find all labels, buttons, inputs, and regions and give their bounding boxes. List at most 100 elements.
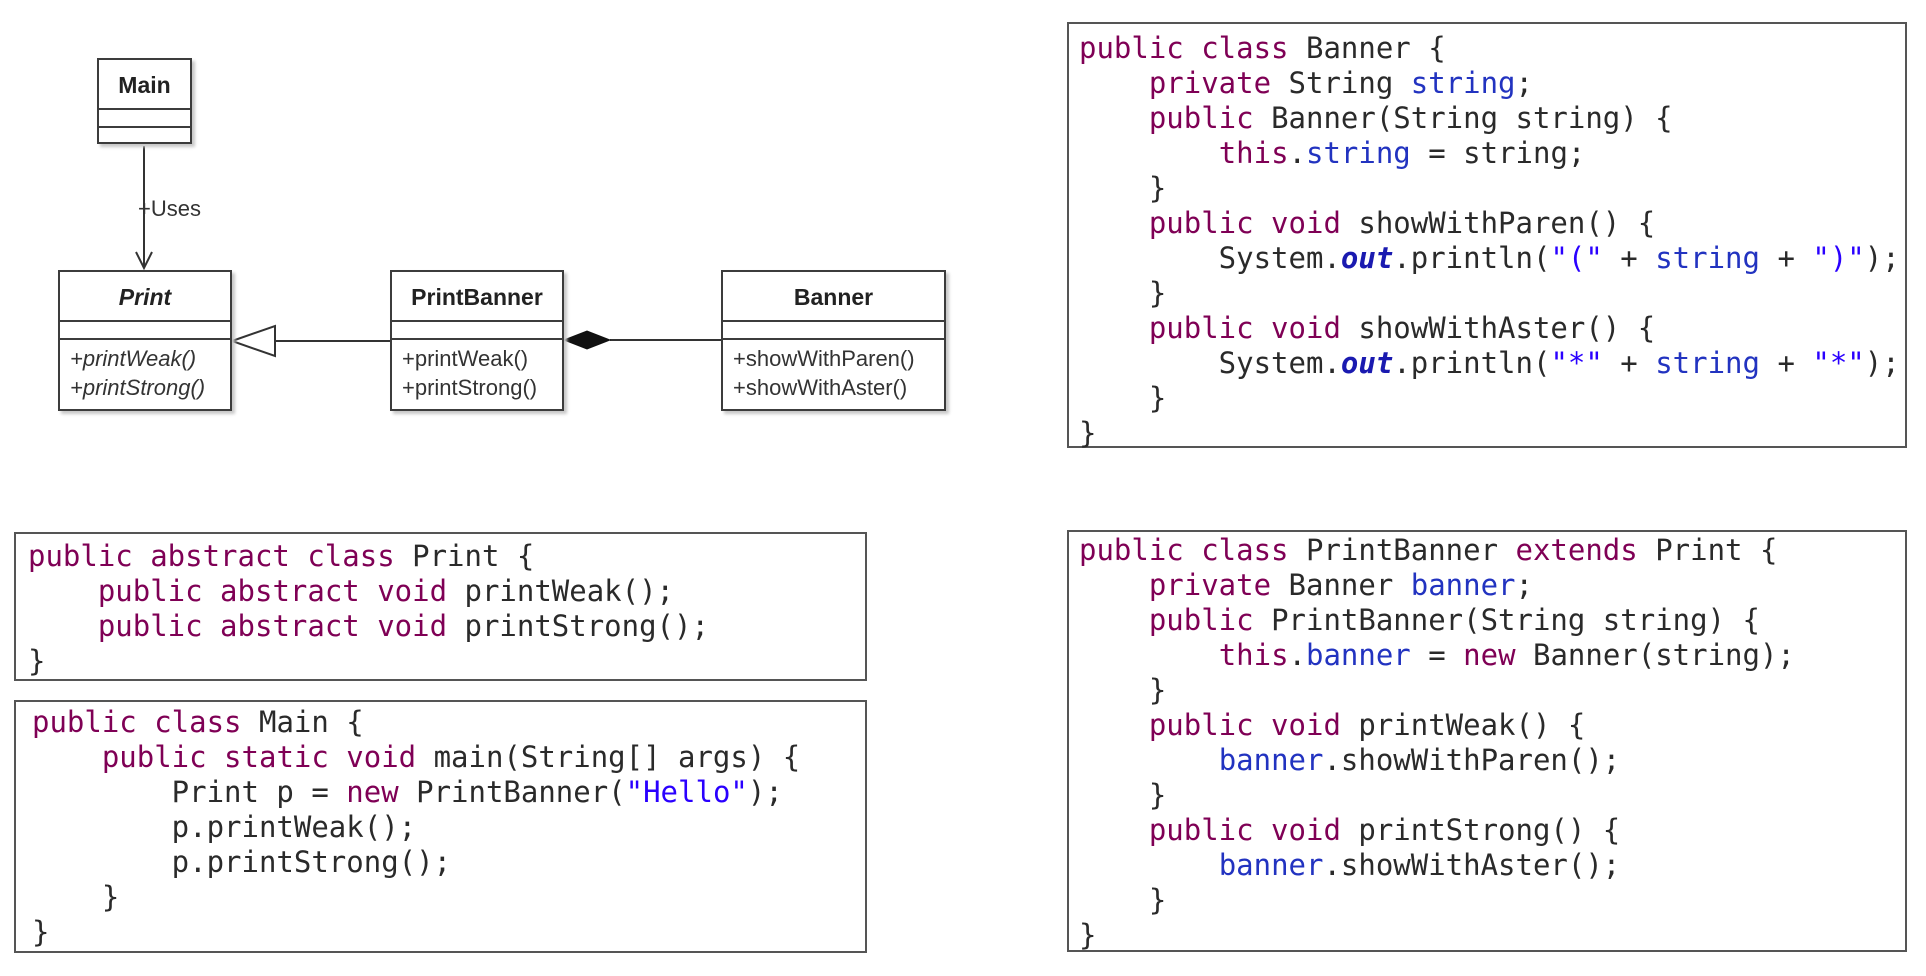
- code-token: "(": [1550, 241, 1603, 275]
- code-line: banner.showWithAster();: [1079, 848, 1905, 883]
- code-token: public: [1148, 101, 1272, 135]
- code-token: ;: [1515, 66, 1533, 100]
- code-token: }: [1079, 918, 1097, 952]
- code-token: main(String[] args) {: [433, 740, 801, 774]
- inheritance-triangle: [228, 324, 276, 358]
- code-line: public class Main {: [32, 705, 865, 740]
- code-token: showWithParen() {: [1358, 206, 1656, 240]
- code-token: p.printStrong();: [32, 845, 452, 879]
- code-panel-main: public class Main { public static void m…: [14, 700, 867, 953]
- code-token: [1079, 848, 1219, 882]
- uml-class-print-name: Print: [60, 272, 230, 322]
- code-token: }: [1079, 778, 1167, 812]
- code-line: public class PrintBanner extends Print {: [1079, 533, 1905, 568]
- code-panel-print: public abstract class Print { public abs…: [14, 532, 867, 681]
- code-token: this: [1218, 638, 1289, 672]
- code-block-banner: public class Banner { private String str…: [1079, 31, 1905, 451]
- code-token: ")": [1812, 241, 1865, 275]
- code-token: printStrong() {: [1358, 813, 1621, 847]
- uml-class-printbanner-attributes: [392, 322, 562, 340]
- uml-class-print-operations: +printWeak() +printStrong(): [60, 340, 230, 402]
- code-token: );: [1864, 241, 1900, 275]
- code-token: [1079, 568, 1149, 602]
- code-token: [1079, 66, 1149, 100]
- code-token: PrintBanner(: [416, 775, 626, 809]
- code-token: [1079, 136, 1219, 170]
- code-token: private: [1148, 568, 1289, 602]
- uml-operation: +showWithParen(): [733, 346, 915, 371]
- code-token: +: [1759, 241, 1813, 275]
- code-token: public abstract void: [97, 574, 465, 608]
- code-line: public void printWeak() {: [1079, 708, 1905, 743]
- code-token: [28, 574, 98, 608]
- uml-operation: +showWithAster(): [733, 375, 908, 400]
- code-token: Print {: [1655, 533, 1778, 567]
- code-token: Print p =: [32, 775, 347, 809]
- code-token: "*": [1550, 346, 1603, 380]
- composition-diamond: [562, 330, 612, 350]
- uml-operation: +printWeak(): [70, 346, 197, 371]
- code-token: banner: [1306, 638, 1411, 672]
- code-token: [1079, 813, 1149, 847]
- code-token: p.printWeak();: [32, 810, 417, 844]
- code-token: }: [1079, 883, 1167, 917]
- uml-class-printbanner: PrintBanner +printWeak() +printStrong(): [390, 270, 564, 411]
- code-line: private String string;: [1079, 66, 1905, 101]
- code-token: PrintBanner: [1305, 533, 1516, 567]
- code-token: .showWithAster();: [1323, 848, 1621, 882]
- code-token: "*": [1812, 346, 1865, 380]
- code-token: .println(: [1393, 346, 1551, 380]
- code-token: =: [1410, 638, 1464, 672]
- uml-operation: +printStrong(): [402, 375, 538, 400]
- code-line: public Banner(String string) {: [1079, 101, 1905, 136]
- code-token: PrintBanner(String string) {: [1271, 603, 1760, 637]
- code-token: string: [1306, 136, 1411, 170]
- code-token: }: [32, 880, 120, 914]
- uml-class-main-attributes: [99, 110, 190, 128]
- code-token: [1079, 743, 1219, 777]
- code-token: [32, 740, 102, 774]
- code-token: .println(: [1393, 241, 1551, 275]
- code-line: }: [1079, 171, 1905, 206]
- uml-class-banner-operations: +showWithParen() +showWithAster(): [723, 340, 944, 402]
- uses-label: +Uses: [138, 196, 201, 221]
- code-token: System.: [1079, 346, 1341, 380]
- code-token: public class: [32, 705, 259, 739]
- code-token: out: [1340, 241, 1394, 275]
- code-line: private Banner banner;: [1079, 568, 1905, 603]
- code-token: string: [1655, 346, 1760, 380]
- code-token: public abstract class: [28, 539, 413, 573]
- code-token: banner: [1218, 743, 1324, 777]
- code-token: [1079, 708, 1149, 742]
- code-line: banner.showWithParen();: [1079, 743, 1905, 778]
- code-token: new: [346, 775, 417, 809]
- code-line: System.out.println("(" + string + ")");: [1079, 241, 1905, 276]
- code-token: showWithAster() {: [1358, 311, 1656, 345]
- code-line: }: [32, 880, 865, 915]
- code-token: banner: [1218, 848, 1324, 882]
- code-token: public void: [1148, 813, 1359, 847]
- uml-class-banner-name: Banner: [723, 272, 944, 322]
- code-line: public abstract void printWeak();: [28, 574, 865, 609]
- code-token: extends: [1515, 533, 1656, 567]
- code-block-printbanner: public class PrintBanner extends Print {…: [1079, 533, 1905, 953]
- code-line: }: [32, 915, 865, 950]
- code-token: }: [32, 915, 50, 949]
- code-token: public: [1148, 603, 1272, 637]
- code-token: string: [1410, 66, 1516, 100]
- code-token: [28, 609, 98, 643]
- code-token: );: [1864, 346, 1900, 380]
- uml-class-printbanner-name: PrintBanner: [392, 272, 562, 322]
- uses-arrow-head: [135, 251, 153, 271]
- code-panel-banner: public class Banner { private String str…: [1067, 22, 1907, 451]
- code-token: Banner {: [1305, 31, 1446, 65]
- code-line: }: [28, 644, 865, 679]
- code-token: out: [1340, 346, 1394, 380]
- uml-class-printbanner-operations: +printWeak() +printStrong(): [392, 340, 562, 402]
- code-line: this.string = string;: [1079, 136, 1905, 171]
- code-token: Banner(string);: [1533, 638, 1795, 672]
- uml-operation: +printWeak(): [402, 346, 529, 371]
- code-line: Print p = new PrintBanner("Hello");: [32, 775, 865, 810]
- uml-class-banner-attributes: [723, 322, 944, 340]
